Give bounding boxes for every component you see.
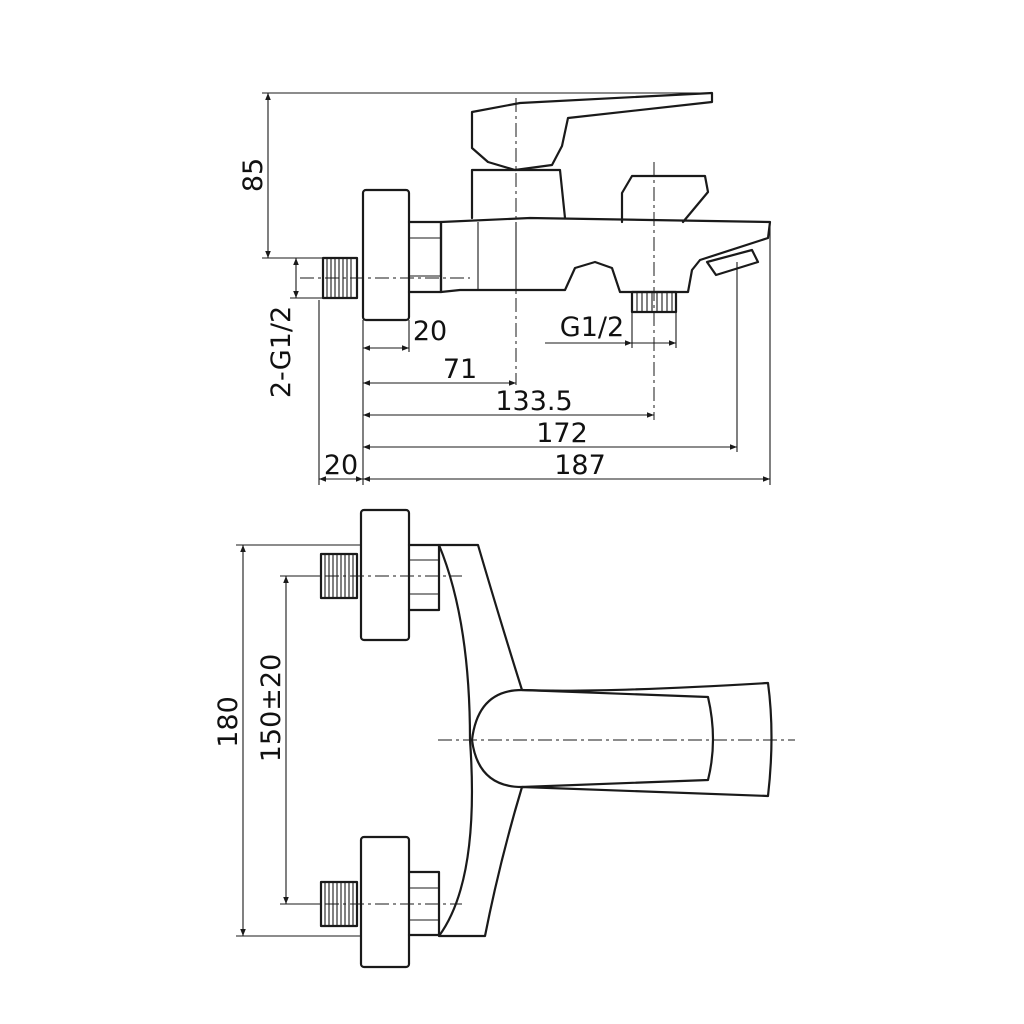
lever-handle [470,91,714,172]
lever-arm-top [520,688,715,789]
top-view: 180 150±20 [213,508,795,969]
label-187: 187 [554,450,606,481]
label-172: 172 [536,418,588,449]
label-133: 133.5 [495,386,572,417]
mixer-body [439,216,772,294]
upper-flange [359,508,411,642]
side-extension-lines [262,92,771,485]
label-85: 85 [238,158,269,192]
diverter-knob [620,174,710,224]
lever-knob-top [470,688,524,789]
label-150: 150±20 [256,654,287,763]
spout-aerator [705,248,760,277]
side-view: 85 2-G1/2 20 G1/2 71 133.5 172 187 20 [238,91,772,485]
upper-hex-nut [407,543,441,612]
wall-flange [361,188,411,322]
lower-flange [359,835,411,969]
label-180: 180 [213,696,244,748]
label-g12: G1/2 [560,312,624,343]
cartridge-housing [470,168,567,220]
label-2g12: 2-G1/2 [266,306,297,398]
label-20-flange: 20 [413,316,447,347]
label-71: 71 [443,354,477,385]
top-extension-lines [236,544,361,937]
hex-nut [407,220,443,294]
label-20-inlet: 20 [324,450,358,481]
